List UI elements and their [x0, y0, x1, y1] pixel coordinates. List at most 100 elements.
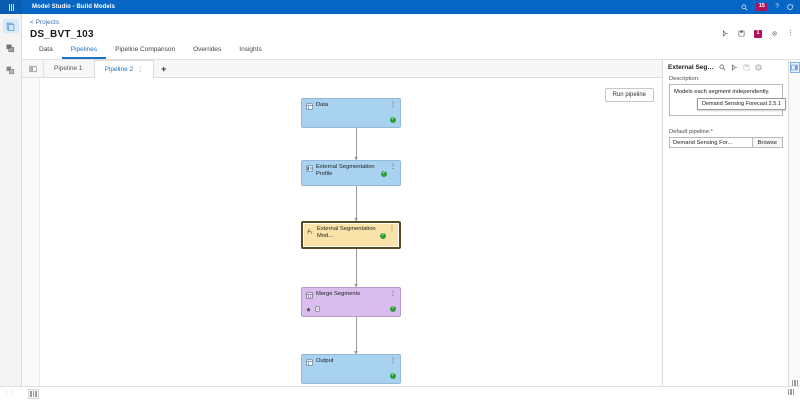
node-header-row: Output ⋮ — [306, 358, 396, 369]
required-marker: * — [710, 129, 713, 135]
header-action-bar: 1 ⋮ — [722, 30, 794, 38]
pipeline-node-external-segmentation-model[interactable]: fx External Segmentation Mod... ⋮ — [301, 221, 401, 249]
svg-text:f: f — [307, 229, 310, 235]
pipeline-node-merge-segments[interactable]: Merge Segments ⋮ — [301, 287, 401, 317]
add-pipeline-button[interactable]: + — [161, 63, 167, 74]
rail-item-models[interactable] — [3, 63, 19, 77]
status-badge-success — [380, 226, 386, 244]
gear-icon[interactable] — [771, 30, 778, 37]
browse-button[interactable]: Browse — [751, 137, 783, 148]
user-avatar-icon[interactable] — [787, 3, 794, 11]
notifications-badge[interactable]: 15 — [756, 3, 768, 11]
status-badge-success — [381, 164, 387, 182]
bottom-right-grip[interactable] — [787, 389, 794, 395]
node-label: Data — [316, 102, 329, 108]
resize-grip-icon[interactable] — [789, 380, 800, 386]
pipeline-tab-2-kebab-icon[interactable]: ⋮ — [137, 67, 144, 73]
pipeline-flow: Data ⋮ External Segmentation Profile — [301, 98, 411, 384]
panel-collapse-icon[interactable] — [22, 60, 44, 77]
profile-table-icon — [306, 165, 313, 172]
default-pipeline-tooltip: Demand Sensing Forecast 2.5.1 — [697, 98, 786, 110]
pipeline-canvas[interactable]: Run pipeline Data ⋮ — [22, 78, 662, 386]
node-header-row: fx External Segmentation Mod... ⋮ — [307, 226, 395, 244]
run-play-icon[interactable] — [722, 30, 729, 38]
description-label: Description: — [669, 76, 700, 82]
main-tabs: Data Pipelines Pipeline Comparison Overr… — [30, 43, 271, 59]
search-icon[interactable] — [741, 4, 748, 11]
top-app-bar: Model Studio - Build Models 15 ? — [0, 0, 800, 14]
app-title: Model Studio - Build Models — [32, 4, 116, 10]
run-play-icon[interactable] — [731, 64, 738, 71]
tab-data[interactable]: Data — [39, 46, 53, 53]
node-kebab-icon[interactable]: ⋮ — [390, 291, 396, 297]
bottom-status-bar: ⋮⋮ — [0, 386, 800, 400]
rail-item-projects[interactable] — [2, 19, 19, 33]
rail-item-data[interactable] — [3, 41, 19, 55]
node-status-row — [306, 305, 396, 313]
resize-grip-glyph — [787, 389, 794, 395]
right-edge-strip — [788, 60, 800, 400]
run-pipeline-button[interactable]: Run pipeline — [604, 88, 654, 102]
status-badge-success — [390, 305, 396, 312]
tab-pipelines[interactable]: Pipelines — [61, 43, 107, 59]
flow-connector — [353, 186, 358, 221]
merge-table-icon — [306, 292, 313, 299]
svg-text:x: x — [311, 230, 313, 234]
drag-handle-icon[interactable]: ⋮⋮ — [4, 390, 14, 397]
top-bar-actions: 15 ? — [741, 3, 800, 11]
resize-grip-glyph — [791, 380, 799, 386]
pipeline-tab-strip: Pipeline 1 Pipeline 2 ⋮ + — [22, 60, 662, 78]
node-label: External Segmentation Profile — [316, 164, 375, 177]
default-pipeline-row: Demand Sensing For... Browse — [669, 137, 783, 148]
help-question-icon[interactable]: ? — [775, 2, 779, 10]
help-circle-icon[interactable]: ? — [755, 64, 762, 71]
node-status-row — [306, 372, 396, 380]
page-title: DS_BVT_103 — [30, 29, 94, 40]
tab-insights[interactable]: Insights — [239, 46, 262, 53]
flow-connector — [353, 128, 358, 160]
panel-header: External Segm... ? — [663, 60, 788, 74]
svg-text:?: ? — [757, 65, 760, 70]
node-properties-panel: External Segm... ? Description: Default … — [662, 60, 788, 386]
description-field[interactable] — [669, 84, 783, 116]
left-navigation-rail — [0, 14, 22, 386]
expand-panel-icon[interactable] — [789, 62, 800, 73]
data-table-icon — [306, 103, 313, 110]
running-count-badge[interactable]: 1 — [753, 30, 762, 38]
status-badge-success — [390, 372, 396, 379]
search-icon[interactable] — [719, 64, 726, 71]
tab-pipeline-comparison[interactable]: Pipeline Comparison — [115, 46, 176, 53]
node-kebab-icon[interactable]: ⋮ — [390, 102, 396, 108]
page-header: < Projects DS_BVT_103 Data Pipelines Pip… — [22, 14, 800, 60]
pipeline-tab-1-label: Pipeline 1 — [54, 65, 83, 72]
canvas-gutter — [22, 78, 40, 386]
node-header-row: External Segmentation Profile ⋮ — [306, 164, 396, 182]
refresh-icon[interactable] — [738, 30, 745, 37]
pipeline-node-output[interactable]: Output ⋮ — [301, 354, 401, 384]
app-grid-icon[interactable] — [0, 0, 22, 14]
report-icon — [315, 306, 320, 312]
flow-connector — [353, 317, 358, 354]
tab-overrides[interactable]: Overrides — [193, 46, 222, 53]
default-pipeline-input[interactable]: Demand Sensing For... — [669, 137, 752, 148]
default-pipeline-label: Default pipeline:* — [669, 129, 782, 135]
node-status-row — [306, 116, 396, 124]
flow-connector — [353, 249, 358, 287]
pipeline-tab-1[interactable]: Pipeline 1 — [44, 60, 94, 77]
pipeline-node-external-segmentation-profile[interactable]: External Segmentation Profile ⋮ — [301, 160, 401, 186]
pipeline-tab-2-label: Pipeline 2 — [104, 66, 134, 73]
status-badge-success — [390, 116, 396, 123]
output-table-icon — [306, 359, 313, 366]
panel-toggle-icon[interactable] — [28, 389, 39, 399]
pipeline-node-data[interactable]: Data ⋮ — [301, 98, 401, 128]
kebab-menu-icon[interactable]: ⋮ — [787, 30, 794, 38]
node-header-row: Merge Segments ⋮ — [306, 291, 396, 302]
star-icon — [306, 307, 311, 312]
node-kebab-icon[interactable]: ⋮ — [389, 226, 395, 232]
node-label: Output — [316, 358, 334, 364]
node-kebab-icon[interactable]: ⋮ — [390, 164, 396, 170]
node-kebab-icon[interactable]: ⋮ — [390, 358, 396, 364]
breadcrumb[interactable]: < Projects — [30, 19, 60, 26]
pipeline-tab-2[interactable]: Pipeline 2 ⋮ — [93, 60, 155, 78]
